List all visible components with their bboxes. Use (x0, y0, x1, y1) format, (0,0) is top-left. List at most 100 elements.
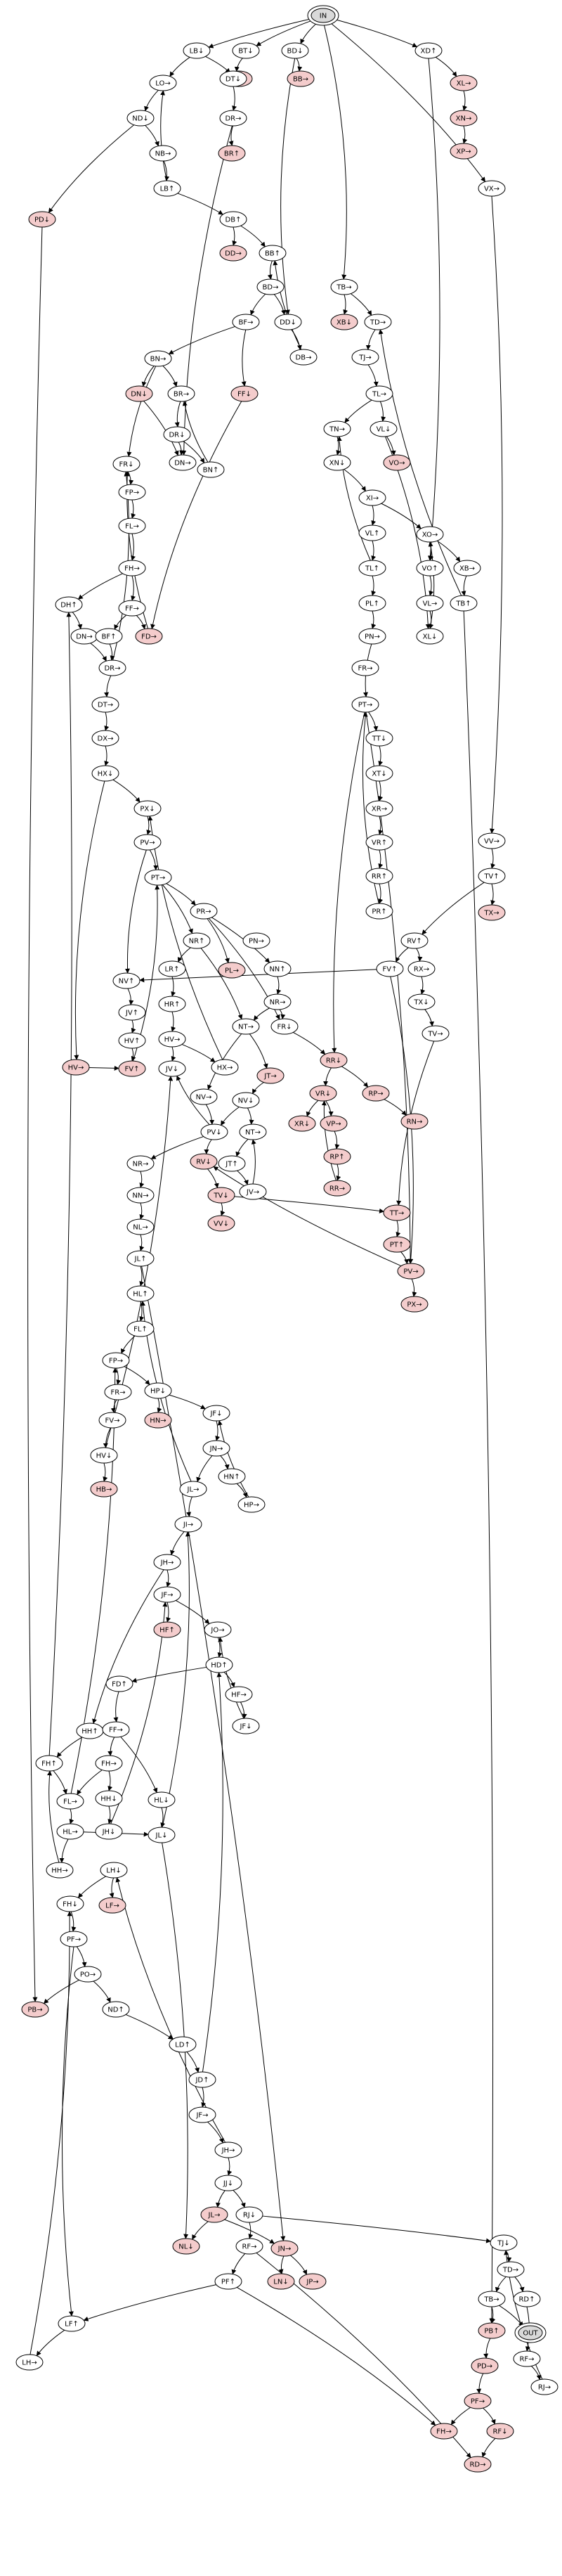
node-shape (95, 1823, 123, 1840)
node-label: TL↑ (365, 565, 379, 573)
node-PNa: PN→ (358, 628, 386, 645)
edge-TBu-PBu (463, 610, 495, 2324)
node-BBu: BB↑ (259, 245, 287, 262)
node-JDu: JD↑ (188, 2071, 216, 2088)
edge-FHa2-HHv (107, 1770, 113, 1791)
node-shape (365, 730, 393, 747)
node-RJv: RJ↓ (235, 2206, 263, 2223)
node-label: HD↑ (211, 1662, 228, 1670)
node-label: DB→ (296, 354, 312, 362)
edge-JTa-NVv (252, 1082, 264, 1095)
node-shape (118, 1004, 146, 1021)
node-label: NL↓ (178, 2243, 193, 2251)
node-label: FV→ (105, 1417, 120, 1425)
node-shape (478, 904, 506, 921)
node-PFa2: PF→ (464, 2393, 492, 2409)
node-shape (237, 1496, 266, 1513)
edge-HVu-FVu2 (131, 1048, 136, 1062)
edge-XNa-XPa (462, 125, 468, 144)
node-shape (287, 70, 315, 87)
node-shape (35, 1755, 63, 1772)
node-DRa: DR→ (219, 110, 247, 127)
node-label: NR→ (270, 999, 286, 1007)
node-BBa: BB→ (287, 70, 315, 87)
edge-HHa-FHu (47, 1770, 60, 1863)
edge-RFv-RDa (481, 2437, 496, 2458)
edge-JHa2-LHv (115, 1877, 226, 2143)
edge-RRu-PRu (378, 883, 384, 904)
node-VLu: VL↑ (358, 524, 386, 541)
node-label: DT↓ (226, 76, 241, 84)
edge-DRa-BRu (228, 125, 234, 146)
edge-HXv-PXv (112, 779, 140, 803)
edge-JVu-HVu (131, 1019, 136, 1033)
node-label: RR↓ (326, 1057, 341, 1065)
node-label: TB→ (483, 2296, 499, 2304)
edge-RRv-VRv (323, 1067, 332, 1086)
node-label: PV→ (140, 839, 155, 847)
node-label: JH→ (160, 1559, 174, 1567)
edge-BFa-BNa (168, 326, 235, 355)
node-shape (105, 1675, 133, 1692)
edge-DHu-DNa2 (72, 612, 83, 630)
node-shape (15, 2354, 44, 2371)
edge-TDa2-RDu (514, 2276, 525, 2293)
node-shape (270, 1018, 299, 1035)
edge-NDv-NBa (145, 124, 159, 147)
node-shape (471, 2357, 499, 2374)
node-shape (256, 1067, 285, 1084)
node-shape (62, 1059, 90, 1076)
edge-FVu-NVu (139, 969, 377, 983)
node-label: TB↑ (455, 600, 471, 608)
edge-TNa-XNv (336, 436, 341, 456)
node-JNa: JN→ (202, 1440, 230, 1457)
node-label: PF→ (471, 2398, 485, 2406)
node-shape (158, 1060, 186, 1077)
node-FDu: FD↑ (105, 1675, 133, 1692)
node-RDu: RD↑ (513, 2291, 541, 2307)
edge-VRv-XRv (306, 1100, 319, 1117)
node-label: TX→ (483, 910, 499, 917)
edge-HDu-FDu (131, 1666, 207, 1683)
node-shape (513, 2291, 541, 2307)
node-BDa: BD→ (256, 278, 285, 295)
node-shape (149, 145, 177, 162)
node-shape (320, 1052, 348, 1069)
node-PDa: PD→ (471, 2357, 499, 2374)
node-shape (91, 730, 119, 747)
edge-LFu-LHa (36, 2329, 65, 2357)
edge-DRv-DNa (178, 442, 185, 456)
edge-FFa-FDa (136, 615, 146, 630)
edge-NRa2-NNa (139, 1171, 145, 1188)
node-label: VR↓ (315, 1090, 331, 1098)
node-VLa: VL→ (416, 595, 444, 612)
node-label: LR↑ (165, 966, 180, 974)
node-label: VL↑ (365, 530, 380, 538)
node-label: HH↑ (81, 1728, 98, 1736)
node-HPv: HP↓ (144, 1382, 172, 1399)
edge-DBu-DDa (232, 226, 237, 246)
node-VVa: VV→ (478, 832, 506, 849)
edge-BFa-FFv (241, 329, 247, 387)
edge-NRu-LRu (178, 947, 191, 962)
node-shape (188, 2071, 216, 2088)
edge-IN-LBv (208, 18, 311, 49)
node-shape (358, 628, 386, 645)
node-RFv: RF↓ (486, 2423, 514, 2440)
edge-NRa-FRv2 (279, 1009, 286, 1019)
node-label: LB↑ (160, 186, 175, 193)
node-XBa: XB→ (453, 560, 481, 577)
edge-DTv-DRa (232, 86, 237, 111)
node-label: PV→ (403, 1268, 418, 1276)
node-label: DR↓ (169, 432, 185, 439)
node-label: NT→ (245, 1129, 261, 1137)
edge-TLu-PLu (371, 575, 377, 596)
node-label: TL→ (372, 391, 386, 399)
node-FRa2: FR→ (104, 1384, 132, 1400)
node-RRv: RR↓ (320, 1052, 348, 1069)
edge-PDa-PFa2 (476, 2373, 484, 2394)
node-JIa: JI→ (174, 1516, 202, 1533)
node-label: RV↓ (196, 1159, 211, 1166)
node-PFa: PF→ (60, 1931, 88, 1947)
node-shape (289, 349, 318, 366)
